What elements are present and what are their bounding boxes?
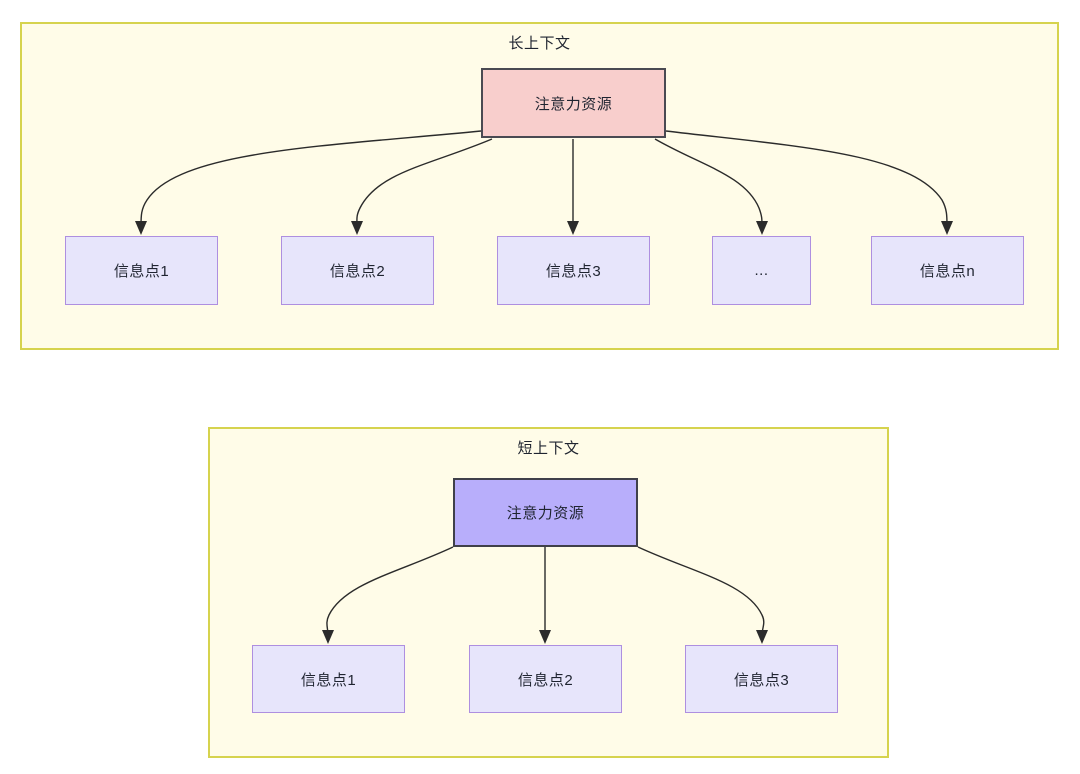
- node-short-info-2[interactable]: 信息点2: [469, 645, 622, 713]
- node-short-info-1[interactable]: 信息点1: [252, 645, 405, 713]
- node-long-info-3[interactable]: 信息点3: [497, 236, 650, 305]
- long-context-title: 长上下文: [508, 35, 571, 52]
- node-short-attention-resource[interactable]: 注意力资源: [453, 478, 638, 547]
- node-long-attention-resource[interactable]: 注意力资源: [481, 68, 666, 138]
- node-long-info-ellipsis[interactable]: ...: [712, 236, 811, 305]
- short-context-title: 短上下文: [517, 440, 580, 457]
- node-long-info-n[interactable]: 信息点n: [871, 236, 1024, 305]
- node-long-info-1[interactable]: 信息点1: [65, 236, 218, 305]
- node-long-info-2[interactable]: 信息点2: [281, 236, 434, 305]
- node-short-info-3[interactable]: 信息点3: [685, 645, 838, 713]
